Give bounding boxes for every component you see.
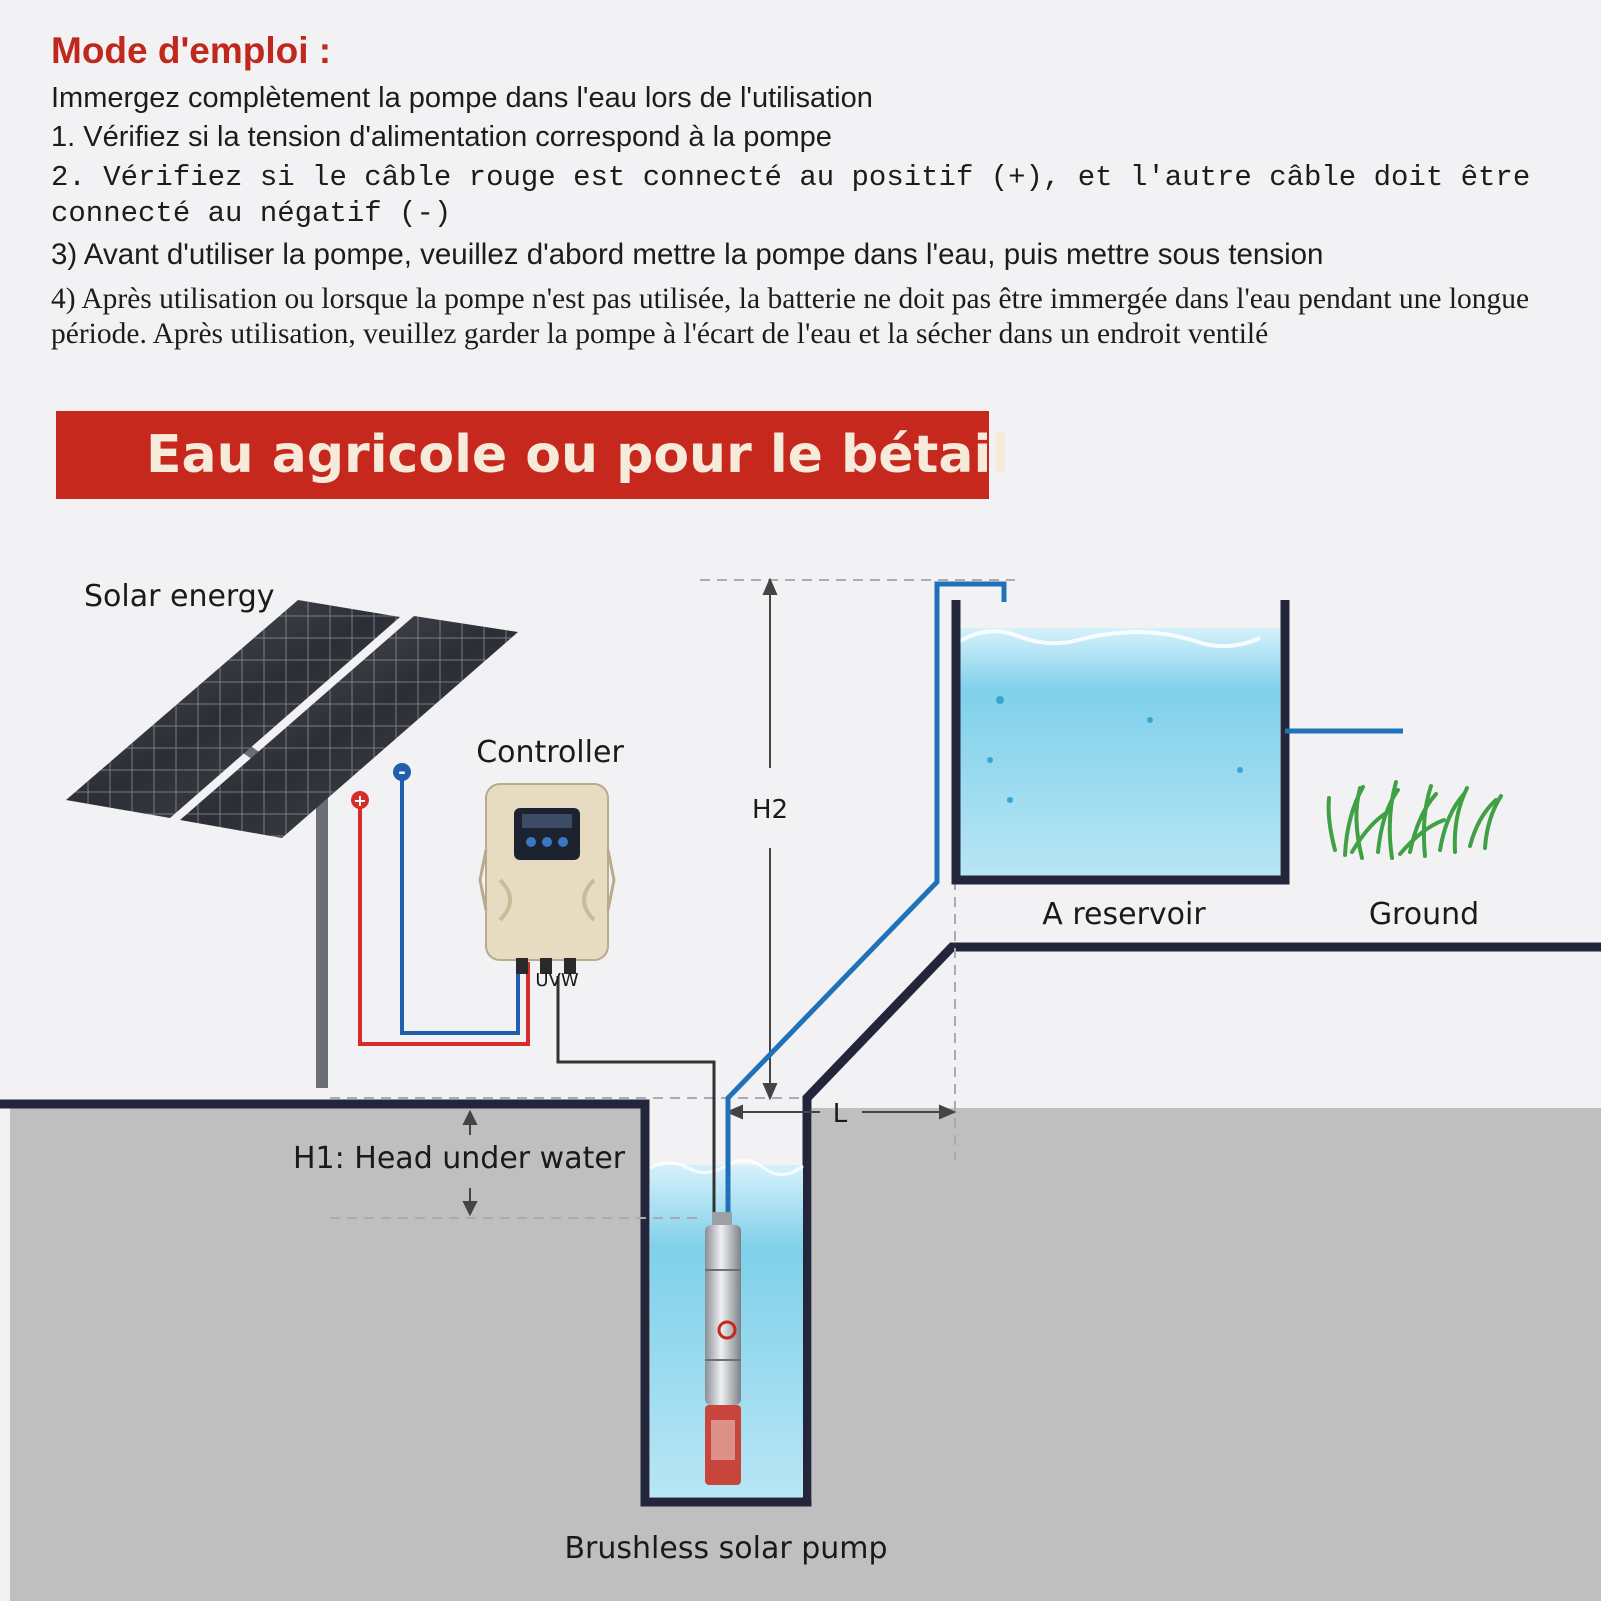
pump-icon: [705, 1212, 741, 1485]
water-pipe: [725, 581, 1007, 1212]
controller-icon: [478, 783, 616, 974]
power-cables: [358, 778, 716, 1212]
instructions-title: Mode d'emploi :: [51, 30, 332, 71]
usage-banner: Eau agricole ou pour le bétail: [56, 411, 1009, 499]
instruction-step-1: 1. Vérifiez si la tension d'alimentation…: [51, 121, 832, 153]
solar-label: Solar energy: [84, 579, 275, 614]
solar-panel-icon: [66, 600, 518, 1088]
ground-label: Ground: [1369, 897, 1479, 932]
minus-sign: -: [398, 762, 405, 783]
reservoir-label: A reservoir: [1042, 897, 1206, 932]
instruction-step-4: 4) Après utilisation ou lorsque la pompe…: [51, 283, 1530, 350]
controller-terminals-label: UVW: [535, 970, 578, 991]
l-dimension: [725, 1104, 957, 1120]
soil: [10, 952, 1601, 1601]
instructions: Mode d'emploi : Immergez complètement la…: [0, 0, 1601, 400]
l-label: L: [833, 1099, 848, 1129]
grass-icon: [1326, 780, 1503, 860]
ground-outline: [0, 942, 1601, 1507]
instruction-step-2: 2. Vérifiez si le câble rouge est connec…: [51, 161, 1531, 230]
h2-label: H2: [752, 795, 788, 825]
h1-label: H1: Head under water: [293, 1141, 626, 1176]
instruction-step-3: 3) Avant d'utiliser la pompe, veuillez d…: [51, 238, 1324, 271]
reservoir: [951, 600, 1403, 885]
instructions-intro: Immergez complètement la pompe dans l'ea…: [51, 82, 873, 114]
plus-sign: +: [353, 791, 366, 810]
h1-dimension: [462, 1109, 478, 1217]
cable-terminals: + -: [351, 762, 411, 810]
dimension-guides: [330, 579, 1015, 1219]
pump-label: Brushless solar pump: [564, 1531, 887, 1566]
controller-label: Controller: [476, 735, 624, 770]
h2-dimension: [762, 577, 778, 1101]
